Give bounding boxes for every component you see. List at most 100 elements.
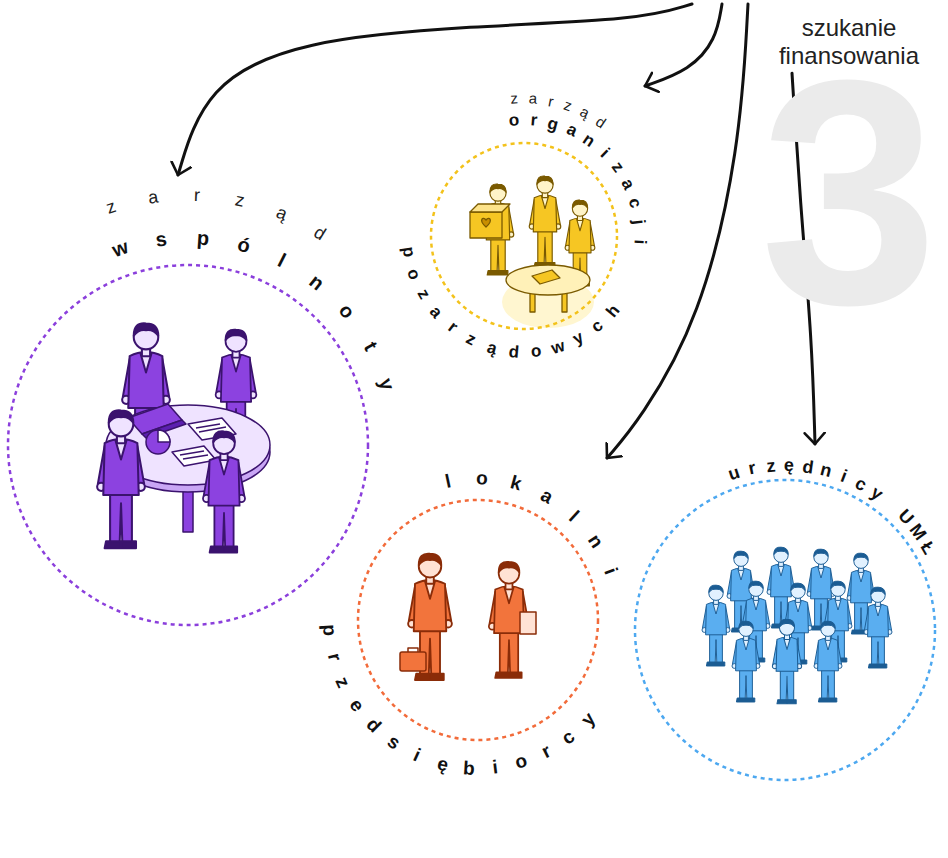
arc-letter: n xyxy=(580,130,598,150)
arc-letter: ę xyxy=(435,753,450,774)
arc-letter: c xyxy=(558,726,578,748)
arc-letter: o xyxy=(476,468,488,487)
arc-letter: e xyxy=(346,695,368,715)
arc-letter: l xyxy=(566,507,583,525)
arc-letter: o xyxy=(336,300,359,322)
arc-letter: o xyxy=(508,112,520,130)
arc-letter: h xyxy=(603,301,623,320)
arc-letter: o xyxy=(405,266,424,281)
arc-letter: d xyxy=(801,457,814,476)
arc-letter: i xyxy=(411,745,424,764)
arc-letter: r xyxy=(747,459,757,478)
arc-letter: z xyxy=(104,197,118,217)
arc-letter: o xyxy=(530,342,542,360)
arc-letter: r xyxy=(538,741,553,761)
audience-circle: zarządwspólnoty xyxy=(0,175,458,715)
arc-letter: z xyxy=(563,97,575,114)
arc-letter: z xyxy=(464,330,479,349)
arc-letter: o xyxy=(513,751,530,773)
arc-letter: r xyxy=(193,186,200,204)
arc-letter: i xyxy=(839,467,850,486)
arc-letter: ę xyxy=(784,456,794,474)
arc-letter: r xyxy=(445,319,461,336)
dashed-circle xyxy=(431,143,617,329)
arc-letter: l xyxy=(444,471,453,491)
arc-letter: n xyxy=(819,460,834,480)
entrepreneurs-illustration xyxy=(400,554,536,680)
arc-letter: y xyxy=(376,376,398,392)
arc-letter: Ł xyxy=(917,538,938,557)
arc-letter: i xyxy=(631,239,648,245)
arc-letter xyxy=(884,496,900,513)
audience-circle: zarządorganizacji pozarządowych xyxy=(374,86,674,386)
arc-letter: s xyxy=(154,228,168,249)
arc-letter: r xyxy=(530,112,538,129)
arc-letter: r xyxy=(324,651,344,663)
arc-letter: c xyxy=(853,473,870,494)
arc-letter: b xyxy=(462,758,475,778)
arc-letter: c xyxy=(626,196,645,210)
flow-arrow xyxy=(178,4,692,175)
arc-letter: a xyxy=(538,485,556,507)
arc-letter: M xyxy=(906,520,929,543)
arc-letter: z xyxy=(333,673,354,690)
arc-letter: z xyxy=(234,191,247,210)
ring-outline xyxy=(316,458,640,782)
flow-arrow xyxy=(645,4,722,86)
arc-letter: d xyxy=(508,343,520,361)
ring-outline xyxy=(0,175,458,715)
ring-outline xyxy=(599,444,948,816)
arc-letter: w xyxy=(110,236,131,260)
arc-letter: d xyxy=(594,113,609,130)
arc-letter: y xyxy=(570,329,586,348)
arc-letter: a xyxy=(147,188,159,207)
arc-letter: d xyxy=(311,223,329,244)
arc-letter: j xyxy=(630,219,647,226)
arc-letter: ó xyxy=(235,233,252,256)
arc-letter: n xyxy=(306,271,328,294)
arc-letter: c xyxy=(588,317,606,336)
arc-letter: z xyxy=(414,286,433,302)
arc-letter: a xyxy=(427,303,446,321)
arc-letter: z xyxy=(608,159,627,176)
arc-letter: p xyxy=(400,246,418,259)
audience-circle: lokalni przedsiębiorcy xyxy=(316,458,640,782)
arc-letter: ą xyxy=(274,203,290,223)
arc-letter: i xyxy=(492,757,499,776)
officials-illustration xyxy=(702,547,892,704)
volunteers-illustration xyxy=(470,176,595,328)
meeting-illustration xyxy=(97,323,270,552)
arc-letter: ą xyxy=(485,338,499,357)
arc-letter: a xyxy=(528,91,537,106)
source-box: szukanie finansowania xyxy=(680,4,942,73)
arc-letter: u xyxy=(726,463,742,484)
arc-letter: y xyxy=(868,483,886,504)
arc-letter: g xyxy=(546,114,560,133)
heading-text: szukanie finansowania xyxy=(756,14,942,69)
dashed-circle xyxy=(635,480,935,780)
arc-letter: k xyxy=(508,472,523,493)
arc-letter: a xyxy=(618,176,637,192)
arc-letter: p xyxy=(320,624,340,637)
dashed-circle xyxy=(8,265,368,625)
flow-arrow xyxy=(607,4,748,458)
arc-letter: d xyxy=(363,714,385,736)
audience-circle: urzędnicy UMŁ xyxy=(599,444,948,816)
dashed-circle xyxy=(358,500,598,740)
ring-outline xyxy=(374,86,674,386)
arc-letter: ą xyxy=(578,104,592,121)
arc-letter: z xyxy=(765,456,776,475)
arc-letter: y xyxy=(577,709,598,730)
arc-letter: t xyxy=(360,338,381,353)
watermark-number: 3 xyxy=(760,32,938,352)
arc-letter: r xyxy=(547,93,555,109)
arc-letter: i xyxy=(597,145,612,161)
arc-letter: l xyxy=(275,249,289,269)
arc-letter: i xyxy=(602,566,622,577)
arc-letter: s xyxy=(385,731,404,753)
arc-letter: a xyxy=(564,121,580,140)
arc-letter: p xyxy=(196,227,210,248)
arc-letter: n xyxy=(585,531,607,551)
arc-letter xyxy=(522,228,527,245)
arc-letter: w xyxy=(549,337,567,357)
